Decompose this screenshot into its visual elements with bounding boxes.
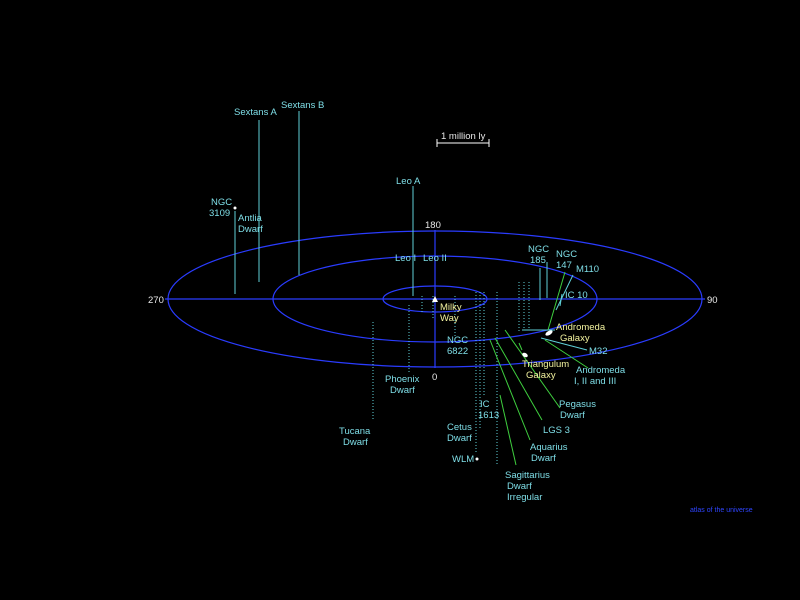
label-ngc147: NGC 147 xyxy=(556,249,580,271)
tick-270: 270 xyxy=(148,295,164,306)
label-ngc3109: NGC 3109 xyxy=(209,197,235,219)
label-sagittarius-dwarf-irregular: Sagittarius Dwarf Irregular xyxy=(505,470,553,503)
label-m32: M32 xyxy=(589,346,607,357)
scale-bar-label: 1 million ly xyxy=(441,131,486,142)
tick-0: 0 xyxy=(432,372,437,383)
stems-below-plane xyxy=(372,282,530,465)
green-connectors xyxy=(489,271,589,466)
ngc3109-dot xyxy=(233,206,237,210)
label-andromeda-galaxy: Andromeda Galaxy xyxy=(556,322,608,344)
stems-above-plane xyxy=(234,111,588,351)
triangulum-galaxy-icon xyxy=(522,352,528,358)
tick-90: 90 xyxy=(707,295,718,306)
label-milky-way: Milky Way xyxy=(440,302,464,324)
label-leo-a: Leo A xyxy=(396,176,421,187)
tick-180: 180 xyxy=(425,220,441,231)
label-tucana-dwarf: Tucana Dwarf xyxy=(339,426,373,448)
label-phoenix-dwarf: Phoenix Dwarf xyxy=(385,374,422,396)
wlm-dot xyxy=(475,457,479,461)
label-lgs3: LGS 3 xyxy=(543,425,570,436)
label-ic10: IC 10 xyxy=(565,290,588,301)
label-m110: M110 xyxy=(576,264,599,275)
andromeda-galaxy-icon xyxy=(545,330,553,336)
milky-way-icon xyxy=(432,296,438,302)
label-wlm: WLM xyxy=(452,454,474,465)
label-leo-ii: Leo II xyxy=(423,253,447,264)
label-ngc6822: NGC 6822 xyxy=(447,335,471,357)
label-antlia-dwarf: Antlia Dwarf xyxy=(238,213,264,235)
label-andromeda-satellites: Andromeda I, II and III xyxy=(574,365,628,387)
label-sextans-b: Sextans B xyxy=(281,100,324,111)
label-leo-i: Leo I xyxy=(395,253,416,264)
credit-watermark: atlas of the universe xyxy=(690,507,753,514)
label-cetus-dwarf: Cetus Dwarf xyxy=(447,422,474,444)
label-sextans-a: Sextans A xyxy=(234,107,277,118)
scale-bar xyxy=(436,139,490,147)
label-ngc185: NGC 185 xyxy=(528,244,552,266)
label-ic1613: IC 1613 xyxy=(478,399,499,421)
label-pegasus-dwarf: Pegasus Dwarf xyxy=(559,399,599,421)
label-aquarius-dwarf: Aquarius Dwarf xyxy=(530,442,570,464)
galaxy-markers xyxy=(233,206,553,461)
label-triangulum-galaxy: Triangulum Galaxy xyxy=(522,359,572,381)
